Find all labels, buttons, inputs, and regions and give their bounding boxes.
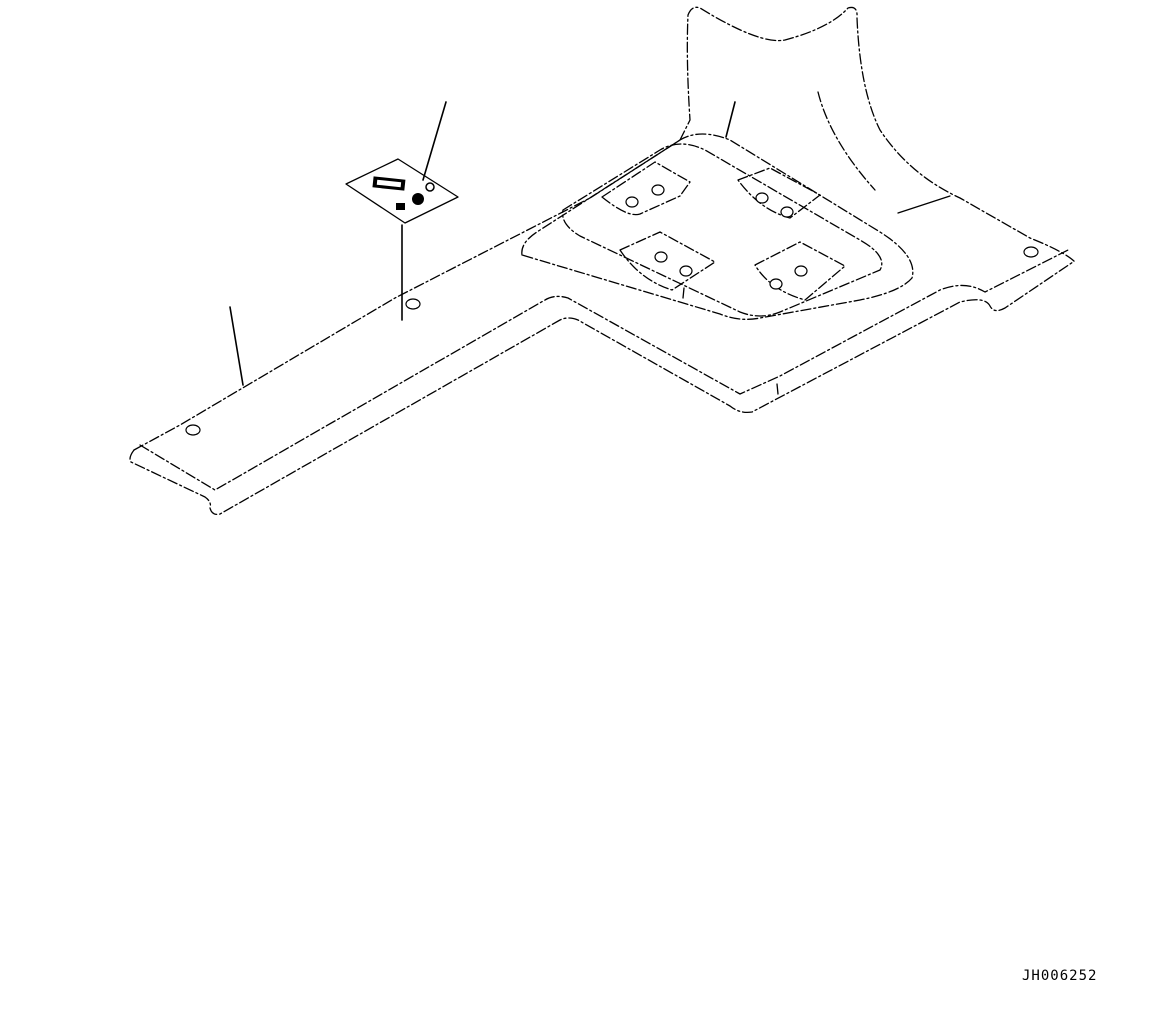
- caution-label-outline: [345, 158, 459, 224]
- floor-mat: [129, 6, 1076, 516]
- caution-label: [345, 158, 459, 224]
- floor-mat-hole: [405, 298, 421, 310]
- leader-line-floor-mat-rear: [725, 101, 736, 138]
- floor-mat-inner-fold: [139, 249, 1069, 491]
- floor-mat-rear-panel: [679, 6, 1076, 263]
- floor-mat-hole: [185, 424, 201, 436]
- floor-mat-pocket-front-right: [737, 167, 846, 301]
- floor-mat-hole: [625, 196, 639, 208]
- leader-line-floor-mat-left: [229, 306, 244, 386]
- floor-mat-panel-edge: [897, 195, 951, 214]
- floor-mat-hole: [780, 206, 794, 218]
- caution-label-symbol-dot: [412, 193, 424, 205]
- floor-mat-hole: [1023, 246, 1039, 258]
- drawing-reference-code: JH006252: [1022, 968, 1098, 984]
- caution-label-symbol-inner: [376, 179, 402, 188]
- floor-mat-tray-inner: [561, 143, 883, 317]
- caution-label-symbol-box: [396, 203, 405, 210]
- floor-mat-tick: [776, 383, 779, 395]
- floor-mat-hole: [651, 184, 665, 196]
- floor-mat-left-strip-front-lip: [129, 261, 1074, 516]
- floor-mat-hole: [654, 251, 668, 263]
- floor-mat-tray-outer: [521, 133, 914, 320]
- caution-label-symbol-ring: [425, 182, 435, 192]
- floor-mat-hole: [755, 192, 769, 204]
- floor-mat-tick: [682, 287, 685, 299]
- floor-mat-left-strip-top-edge: [133, 139, 681, 451]
- leader-line-caution-label: [422, 101, 447, 181]
- floor-mat-panel-crease: [817, 91, 876, 191]
- floor-mat-pocket-front-left: [601, 161, 716, 291]
- floor-mat-hole: [679, 265, 693, 277]
- floor-mat-hole: [794, 265, 808, 277]
- floor-mat-hole: [769, 278, 783, 290]
